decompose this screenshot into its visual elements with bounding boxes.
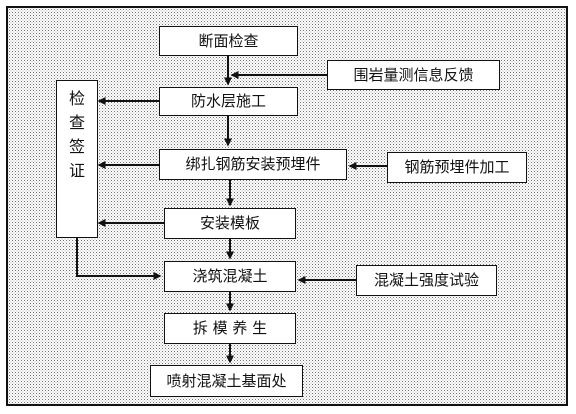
inspection-char-1: 检 xyxy=(68,89,85,108)
rock-feedback-node: 围岩量测信息反馈 xyxy=(327,60,500,90)
section-check-node: 断面检查 xyxy=(159,26,298,56)
rebar-processing-node: 钢筋预埋件加工 xyxy=(387,152,527,183)
strength-test-node: 混凝土强度试验 xyxy=(356,265,497,296)
formwork-node: 安装模板 xyxy=(164,208,296,239)
inspection-char-4: 证 xyxy=(68,161,85,180)
rebar-install-node: 绑扎钢筋安装预埋件 xyxy=(159,149,347,180)
spray-base-node: 喷射混凝土基面处 xyxy=(150,365,303,397)
pour-concrete-node: 浇筑混凝土 xyxy=(164,261,296,292)
demold-cure-node: 拆 模 养 生 xyxy=(164,313,296,344)
inspection-char-3: 签 xyxy=(68,137,85,156)
inspection-signoff-node: 检 查 签 证 xyxy=(56,80,98,238)
inspection-char-2: 查 xyxy=(68,113,85,132)
waterproof-layer-node: 防水层施工 xyxy=(159,87,298,116)
